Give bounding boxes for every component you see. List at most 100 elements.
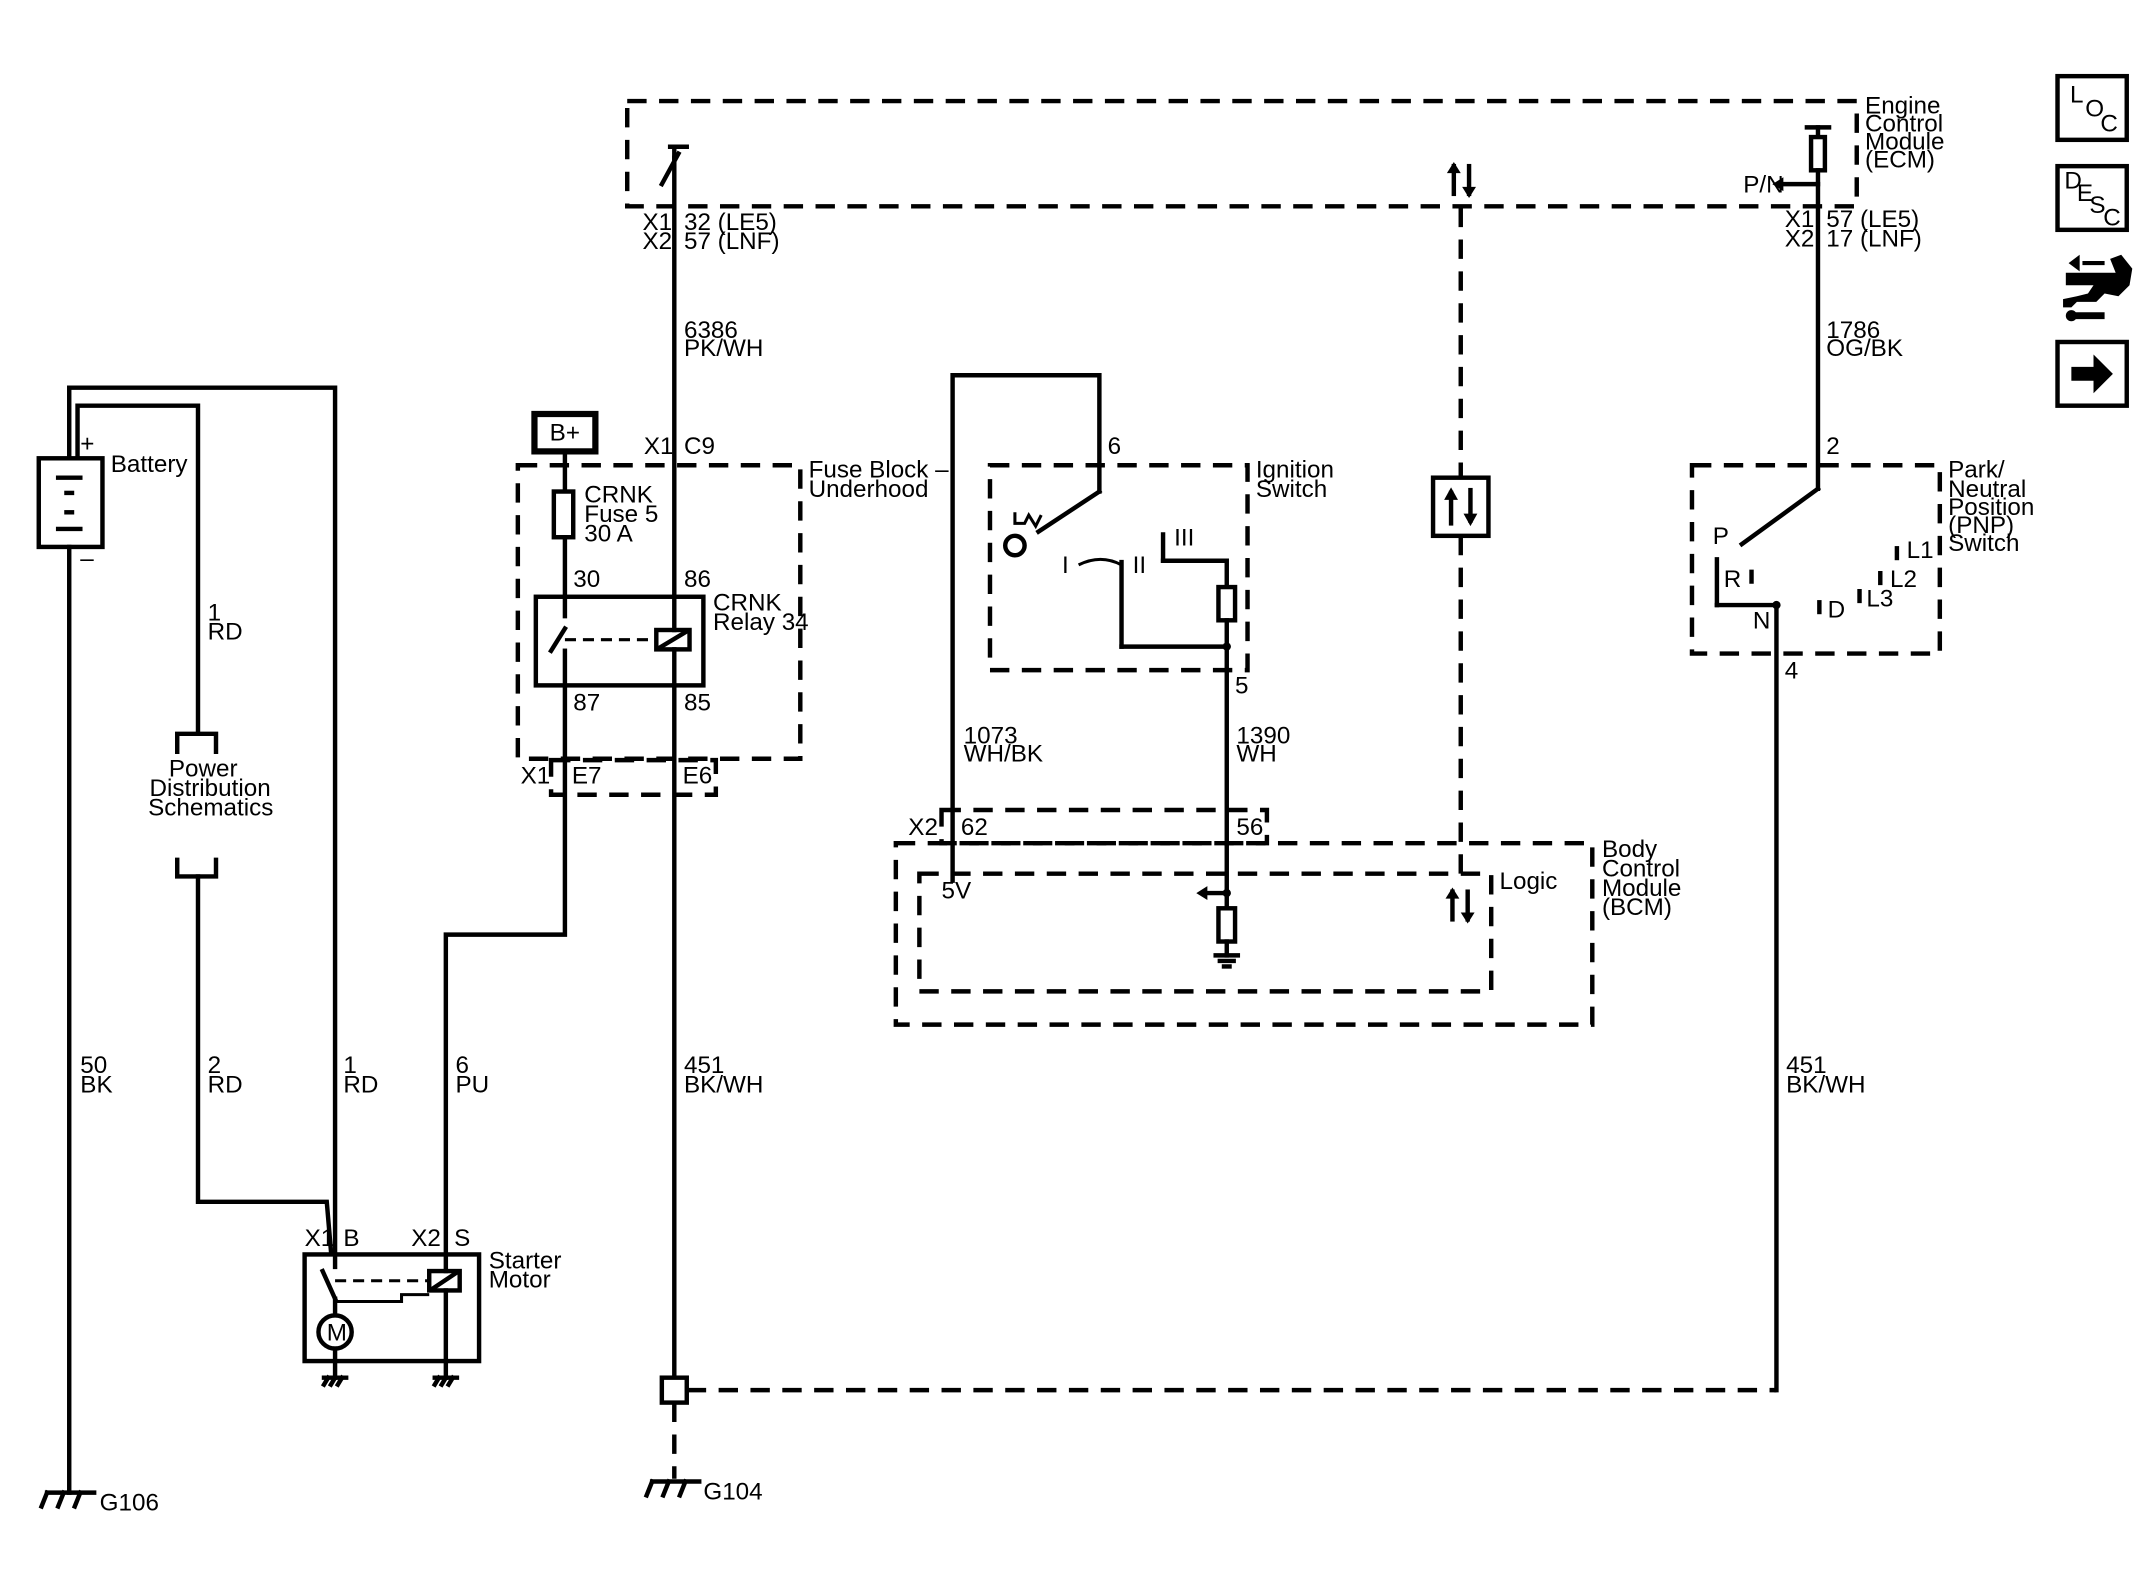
pnp-pos-r: R [1724, 566, 1742, 593]
bcm-logic-label: Logic [1500, 868, 1558, 895]
wire-451-left-number: 451 [684, 1052, 724, 1079]
pnp-pos-p: P [1713, 523, 1729, 550]
wire-1-rd-starter-number: 1 [343, 1052, 356, 1079]
fuse-label-line-2: Fuse 5 [584, 501, 658, 528]
wire-1-rd-battery-number: 1 [208, 599, 221, 626]
pnp-pos-n: N [1753, 608, 1771, 635]
bcm-connector-x2: X2 [908, 814, 938, 841]
arrow-right-icon [2071, 354, 2113, 394]
pnp-pos-l2: L2 [1890, 566, 1917, 593]
ecm-label-line-1: Engine [1865, 93, 1940, 120]
desc-letter-s: S [2089, 192, 2105, 219]
ecm-label-line-3: Module [1865, 129, 1944, 156]
starter-pin-s: S [454, 1225, 470, 1252]
relay-pin-87: 87 [573, 689, 600, 716]
ecm-left-connector-x2: X2 [642, 228, 672, 255]
ecm-label-line-2: Control [1865, 111, 1943, 138]
battery-label: Battery [111, 451, 189, 478]
engine-control-module: Engine Control Module (ECM) P/N [625, 93, 1944, 209]
pnp-label-line-4: (PNP) [1948, 512, 2014, 539]
pnp-pos-l3: L3 [1866, 585, 1893, 612]
wire-6386-color: PK/WH [684, 335, 763, 362]
ign-pos-i: I [1062, 552, 1069, 579]
relay-pin-85: 85 [684, 689, 711, 716]
pnp-label-line-5: Switch [1948, 530, 2019, 557]
ignition-label-line-2: Switch [1256, 476, 1327, 503]
wire-6-pu-color: PU [456, 1071, 490, 1098]
park-neutral-position-switch: Park/ Neutral Position (PNP) Switch P R … [1689, 457, 2034, 656]
bcm-label-line-4: (BCM) [1602, 894, 1672, 921]
wire-451-left-color: BK/WH [684, 1071, 763, 1098]
wire-451-right-number: 451 [1786, 1052, 1826, 1079]
fuse-block-label-line-2: Underhood [809, 476, 929, 503]
bcm-label-line-3: Module [1602, 875, 1681, 902]
fuse-label-line-3: 30 A [584, 520, 633, 547]
ign-pos-ii: II [1133, 552, 1146, 579]
relay-label-line-2: Relay 34 [713, 609, 809, 636]
ground-g106: G106 [38, 1490, 159, 1517]
fuse-block-top-pin: C9 [684, 433, 715, 460]
ignition-label-line-1: Ignition [1256, 457, 1334, 484]
fuse-block-top-connector: X1 [644, 433, 674, 460]
battery: + – Battery [36, 430, 189, 572]
ground-g104-label: G104 [703, 1479, 762, 1506]
pnp-pos-l1: L1 [1907, 537, 1934, 564]
connector-hand-icon[interactable] [2063, 254, 2133, 322]
next-page-arrow-button[interactable] [2055, 339, 2129, 408]
battery-minus-label: – [80, 545, 94, 572]
bcm-pin-62: 62 [961, 814, 988, 841]
fuse-block-bottom-pin-e6: E6 [683, 763, 713, 790]
loc-letter-o: O [2085, 95, 2104, 122]
fuse-label-line-1: CRNK [584, 482, 653, 509]
power-dist-line-2: Distribution [150, 775, 271, 802]
wire-1390-number: 1390 [1236, 723, 1290, 750]
power-distribution-reference: Power Distribution Schematics [148, 731, 273, 879]
wire-1-rd-starter-color: RD [343, 1071, 378, 1098]
fuse-block-bottom-connector: X1 [521, 763, 551, 790]
ecm-left-pin-57: 57 (LNF) [684, 228, 780, 255]
ecm-right-connector-x2: X2 [1785, 225, 1815, 252]
wire-50-color: BK [80, 1071, 112, 1098]
bcm-label-line-2: Control [1602, 855, 1680, 882]
ground-g106-label: G106 [100, 1490, 159, 1517]
ecm-left-connector-x1: X1 [642, 209, 672, 236]
ign-pos-iii: III [1174, 525, 1194, 552]
starter-connector-x2: X2 [411, 1225, 441, 1252]
fuse-block-bottom-pin-e7: E7 [572, 763, 602, 790]
relay-pin-86: 86 [684, 566, 711, 593]
wire-6386-number: 6386 [684, 317, 738, 344]
ecm-right-connector-x1: X1 [1785, 206, 1815, 233]
wire-1073-number: 1073 [964, 723, 1018, 750]
bcm-5v-label: 5V [942, 878, 972, 905]
power-dist-line-1: Power [169, 756, 238, 783]
relay-pin-30: 30 [573, 566, 600, 593]
wire-1390-color: WH [1236, 741, 1276, 768]
description-view-button[interactable]: D E S C [2055, 163, 2129, 233]
starter-label-line-2: Motor [489, 1267, 551, 1294]
b-plus-label: B+ [550, 419, 580, 446]
starter-connector-x1: X1 [305, 1225, 335, 1252]
wire-1786-number: 1786 [1826, 317, 1880, 344]
pnp-label-line-3: Position [1948, 494, 2034, 521]
starter-pin-b: B [343, 1225, 359, 1252]
location-view-button[interactable]: L O C [2055, 73, 2129, 143]
wire-2-rd-number: 2 [208, 1052, 221, 1079]
motor-symbol-label: M [327, 1319, 347, 1346]
relay-label-line-1: CRNK [713, 590, 782, 617]
ecm-right-pin-57: 57 (LE5) [1826, 206, 1919, 233]
fuse-block-label-line-1: Fuse Block – [809, 457, 950, 484]
bcm-label-line-1: Body [1602, 836, 1658, 863]
pnp-pin-2: 2 [1826, 433, 1839, 460]
battery-plus-label: + [80, 430, 94, 457]
loc-letter-l: L [2070, 81, 2083, 108]
pnp-pos-d: D [1828, 597, 1846, 624]
ignition-switch: Ignition Switch I II III [987, 457, 1334, 673]
pn-signal-label: P/N [1743, 171, 1783, 198]
starter-label-line-1: Starter [489, 1247, 562, 1274]
wire-50-number: 50 [80, 1052, 107, 1079]
wire-1-rd-battery-color: RD [208, 619, 243, 646]
ecm-right-pin-17: 17 (LNF) [1826, 225, 1922, 252]
ignition-pin-5: 5 [1235, 673, 1248, 700]
pnp-label-line-2: Neutral [1948, 476, 2026, 503]
power-dist-line-3: Schematics [148, 795, 273, 822]
